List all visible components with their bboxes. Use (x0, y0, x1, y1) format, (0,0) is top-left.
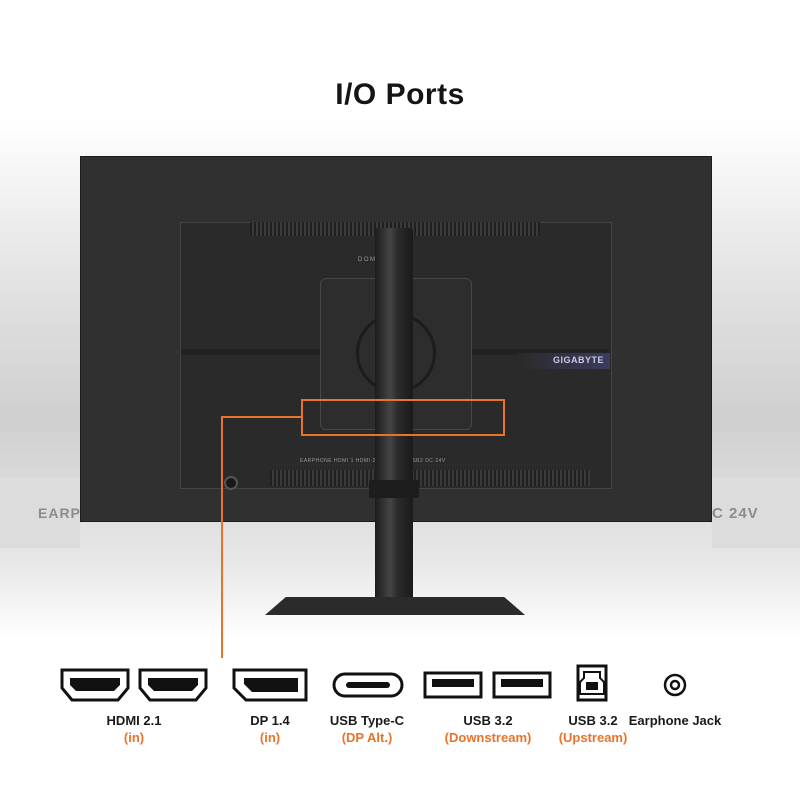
ports-highlight-box (301, 399, 505, 436)
usb-b-icon (576, 664, 608, 702)
port-sub: (in) (123, 730, 145, 745)
port-sub: (Downstream) (444, 730, 532, 745)
leader-line-horizontal (221, 416, 301, 418)
leader-line-vertical (221, 416, 223, 658)
port-name: HDMI 2.1 (106, 713, 162, 728)
background-monitor-right (712, 478, 800, 548)
rear-earphone-jack (224, 476, 238, 490)
port-sub: (in) (259, 730, 281, 745)
stand-base (265, 597, 525, 615)
port-label-dp: DP 1.4 (in) (220, 712, 320, 746)
usb-a-icon (492, 671, 552, 699)
port-label-usb-c: USB Type-C (DP Alt.) (312, 712, 422, 746)
stand-column (375, 228, 413, 610)
port-sub: (Upstream) (558, 730, 628, 745)
port-name: USB 3.2 (463, 713, 513, 728)
port-sub: (DP Alt.) (341, 730, 393, 745)
port-label-usb-downstream: USB 3.2 (Downstream) (432, 712, 544, 746)
cable-clip (369, 480, 419, 498)
port-name: USB 3.2 (568, 713, 618, 728)
usb-a-icon (423, 671, 483, 699)
earphone-jack-icon (663, 673, 687, 697)
hdmi-icon (60, 668, 130, 702)
gigabyte-logo: GIGABYTE (518, 353, 610, 369)
port-name: USB Type-C (329, 713, 405, 728)
displayport-icon (232, 668, 308, 702)
port-label-earphone: Earphone Jack (620, 712, 730, 729)
background-text-left: EARPH (38, 505, 93, 521)
port-silkscreen: EARPHONE HDMI 1 HDMI 2 USB USB1 USB2 DC … (300, 458, 446, 464)
port-name: Earphone Jack (628, 713, 722, 728)
port-recess (270, 470, 590, 486)
background-text-right: C 24V (712, 505, 759, 522)
page-title: I/O Ports (335, 78, 465, 111)
hdmi-icon (138, 668, 208, 702)
port-label-usb-upstream: USB 3.2 (Upstream) (548, 712, 638, 746)
background-monitor-left (0, 478, 80, 548)
port-label-hdmi: HDMI 2.1 (in) (84, 712, 184, 746)
usb-c-icon (332, 672, 404, 698)
logo-text: GIGABYTE (552, 355, 604, 365)
port-name: DP 1.4 (250, 713, 290, 728)
